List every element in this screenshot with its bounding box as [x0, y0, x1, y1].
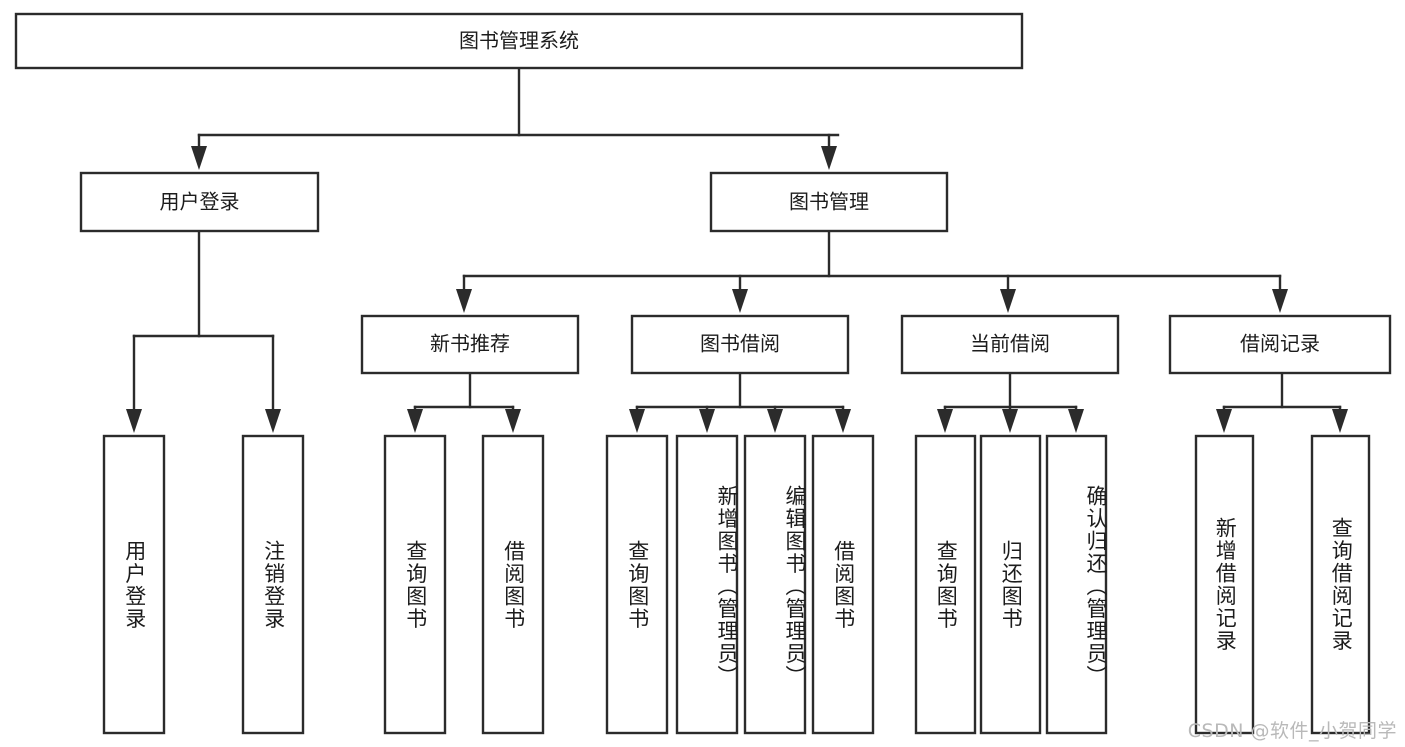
node-root-box[interactable] [14, 12, 1024, 70]
node-book-management[interactable]: 图书管理 [709, 171, 949, 233]
arrow-to-book-management [821, 146, 837, 170]
csdn-watermark: CSDN @软件_小贺同学 [1187, 720, 1397, 742]
leaf-box-confirm-return[interactable] [1045, 434, 1108, 735]
arrow-to-leaf-add-record [1216, 409, 1232, 433]
arrow-to-leaf-query-record [1332, 409, 1348, 433]
node-borrow-record-box[interactable] [1168, 314, 1392, 375]
arrow-to-leaf-user-login [126, 409, 142, 433]
node-user-login[interactable]: 用户登录 [79, 171, 320, 233]
node-root-label: 图书管理系统 [459, 29, 579, 53]
arrow-to-leaf-return-book [1002, 409, 1018, 433]
arrow-to-leaf-edit-book [767, 409, 783, 433]
leaf-box-logout[interactable] [241, 434, 305, 735]
arrow-to-leaf-borrow-book-2 [835, 409, 851, 433]
node-borrow-record[interactable]: 借阅记录 [1168, 314, 1392, 375]
leaf-box-group [102, 434, 1371, 735]
node-current-borrow[interactable]: 当前借阅 [900, 314, 1120, 375]
leaf-box-add-record[interactable] [1194, 434, 1255, 735]
node-book-management-box[interactable] [709, 171, 949, 233]
arrow-to-borrow-record [1272, 289, 1288, 313]
node-user-login-box[interactable] [79, 171, 320, 233]
leaf-box-user-login[interactable] [102, 434, 166, 735]
node-new-book-recommend[interactable]: 新书推荐 [360, 314, 580, 375]
arrow-to-user-login [191, 146, 207, 170]
node-user-login-label: 用户登录 [160, 190, 240, 214]
leaf-box-borrow-book-2[interactable] [811, 434, 875, 735]
arrow-to-leaf-query-book-2 [629, 409, 645, 433]
leaf-box-edit-book[interactable] [743, 434, 807, 735]
leaf-box-query-book-3[interactable] [914, 434, 977, 735]
connector-group [126, 66, 1348, 433]
node-root[interactable]: 图书管理系统 [14, 12, 1024, 70]
node-book-borrow-box[interactable] [630, 314, 850, 375]
arrow-to-leaf-logout [265, 409, 281, 433]
node-new-book-recommend-label: 新书推荐 [430, 332, 510, 356]
node-new-book-recommend-box[interactable] [360, 314, 580, 375]
arrow-to-new-book-recommend [456, 289, 472, 313]
arrow-to-leaf-confirm-return [1068, 409, 1084, 433]
leaf-box-query-book-1[interactable] [383, 434, 447, 735]
node-current-borrow-label: 当前借阅 [970, 332, 1050, 356]
leaf-box-add-book[interactable] [675, 434, 739, 735]
arrow-to-current-borrow [1000, 289, 1016, 313]
arrow-to-leaf-query-book-3 [937, 409, 953, 433]
arrow-to-book-borrow [732, 289, 748, 313]
node-book-management-label: 图书管理 [789, 190, 869, 214]
leaf-box-query-book-2[interactable] [605, 434, 669, 735]
arrow-to-leaf-add-book [699, 409, 715, 433]
arrow-to-leaf-borrow-book-1 [505, 409, 521, 433]
node-current-borrow-box[interactable] [900, 314, 1120, 375]
node-book-borrow[interactable]: 图书借阅 [630, 314, 850, 375]
node-book-borrow-label: 图书借阅 [700, 332, 780, 356]
leaf-box-query-record[interactable] [1310, 434, 1371, 735]
leaf-box-return-book[interactable] [979, 434, 1042, 735]
node-borrow-record-label: 借阅记录 [1240, 332, 1320, 356]
leaf-box-borrow-book-1[interactable] [481, 434, 545, 735]
arrow-to-leaf-query-book-1 [407, 409, 423, 433]
